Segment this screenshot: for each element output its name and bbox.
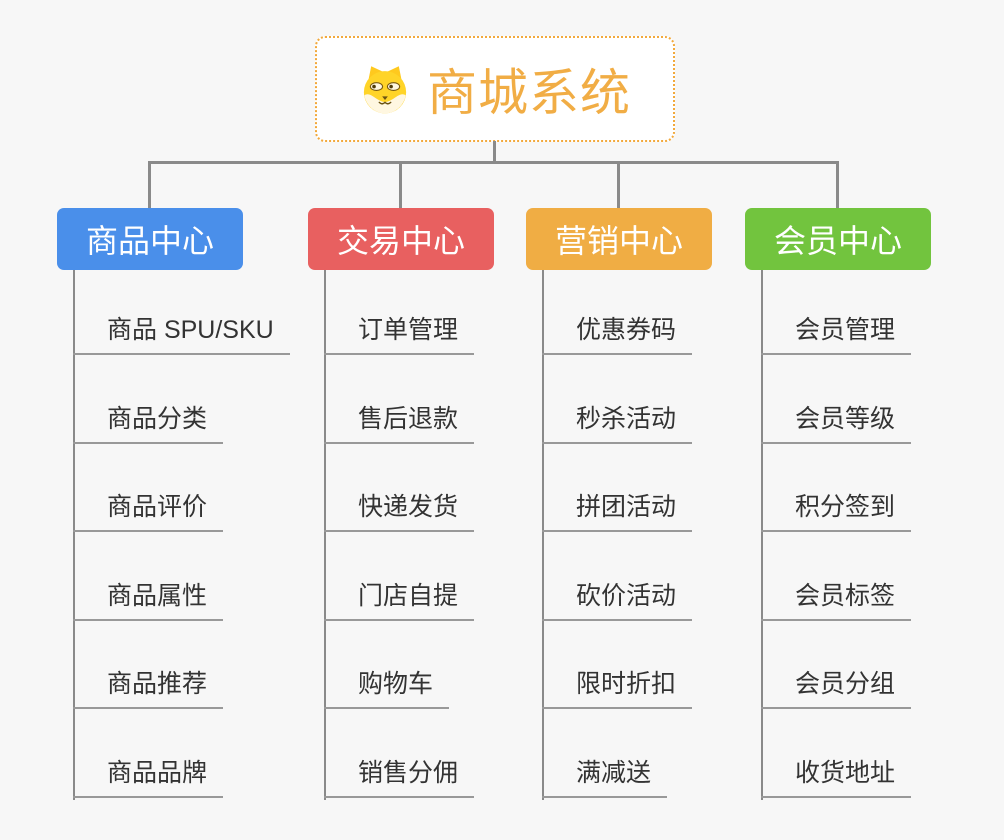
branch-trade-center: 交易中心 订单管理 售后退款 快递发货 门店自提 购物车 销售分佣 xyxy=(308,208,568,808)
branch-product-center: 商品中心 商品 SPU/SKU 商品分类 商品评价 商品属性 商品推荐 商品品牌 xyxy=(57,208,317,808)
leaf-node[interactable]: 积分签到 xyxy=(761,490,912,532)
leaf-node[interactable]: 商品 SPU/SKU xyxy=(73,313,290,355)
branch-marketing-center: 营销中心 优惠券码 秒杀活动 拼团活动 砍价活动 限时折扣 满减送 xyxy=(526,208,786,808)
branch-member-center: 会员中心 会员管理 会员等级 积分签到 会员标签 会员分组 收货地址 xyxy=(745,208,1004,808)
leaf-node[interactable]: 商品分类 xyxy=(73,402,224,444)
leaf-node[interactable]: 销售分佣 xyxy=(324,756,475,798)
branch-header[interactable]: 会员中心 xyxy=(745,208,931,270)
leaf-node[interactable]: 快递发货 xyxy=(324,490,475,532)
branch-header[interactable]: 交易中心 xyxy=(308,208,494,270)
root-title: 商城系统 xyxy=(427,65,631,121)
connector-line xyxy=(617,161,620,208)
root-node[interactable]: 商城系统 xyxy=(315,36,675,142)
leaf-node[interactable]: 会员管理 xyxy=(761,313,912,355)
leaf-node[interactable]: 拼团活动 xyxy=(542,490,693,532)
leaf-node[interactable]: 购物车 xyxy=(324,667,450,709)
leaf-node[interactable]: 限时折扣 xyxy=(542,667,693,709)
connector-line xyxy=(399,161,402,208)
leaf-node[interactable]: 砍价活动 xyxy=(542,579,693,621)
leaf-node[interactable]: 商品品牌 xyxy=(73,756,224,798)
connector-line xyxy=(148,161,839,164)
branch-header[interactable]: 商品中心 xyxy=(57,208,243,270)
connector-line xyxy=(148,161,151,208)
connector-line xyxy=(493,141,496,163)
leaf-node[interactable]: 商品属性 xyxy=(73,579,224,621)
leaf-node[interactable]: 会员标签 xyxy=(761,579,912,621)
leaf-node[interactable]: 会员分组 xyxy=(761,667,912,709)
leaf-node[interactable]: 优惠券码 xyxy=(542,313,693,355)
branch-trunk-line xyxy=(761,270,763,800)
leaf-node[interactable]: 满减送 xyxy=(542,756,668,798)
dog-face-icon xyxy=(363,66,407,114)
leaf-node[interactable]: 收货地址 xyxy=(761,756,912,798)
leaf-node[interactable]: 门店自提 xyxy=(324,579,475,621)
leaf-node[interactable]: 商品评价 xyxy=(73,490,224,532)
leaf-node[interactable]: 订单管理 xyxy=(324,313,475,355)
connector-line xyxy=(836,161,839,208)
leaf-node[interactable]: 秒杀活动 xyxy=(542,402,693,444)
branch-header[interactable]: 营销中心 xyxy=(526,208,712,270)
leaf-node[interactable]: 会员等级 xyxy=(761,402,912,444)
leaf-node[interactable]: 商品推荐 xyxy=(73,667,224,709)
branch-trunk-line xyxy=(542,270,544,800)
branch-trunk-line xyxy=(73,270,75,800)
branch-trunk-line xyxy=(324,270,326,800)
leaf-node[interactable]: 售后退款 xyxy=(324,402,475,444)
